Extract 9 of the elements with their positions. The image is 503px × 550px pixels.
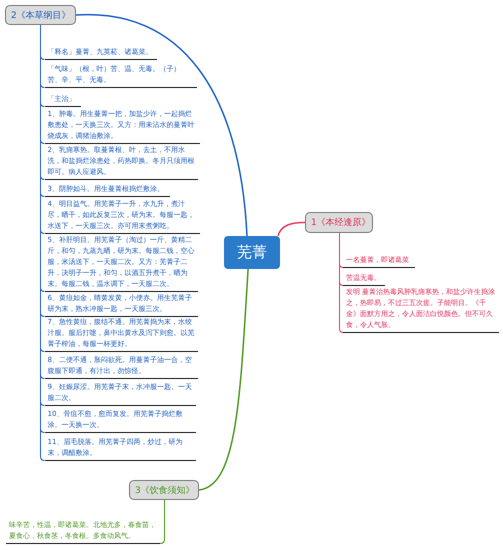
- connector-line: [277, 222, 306, 236]
- topic-box: 芜菁: [224, 236, 280, 269]
- connector-line: [76, 14, 248, 236]
- branch-box: 2《本草纲目》: [5, 5, 76, 25]
- branch-box: 1《本经逢原》: [305, 212, 373, 233]
- connector-line: [198, 268, 249, 491]
- branch-box: 3《饮食须知》: [129, 480, 199, 500]
- connector-line: [160, 500, 165, 544]
- connector-line: [339, 232, 344, 333]
